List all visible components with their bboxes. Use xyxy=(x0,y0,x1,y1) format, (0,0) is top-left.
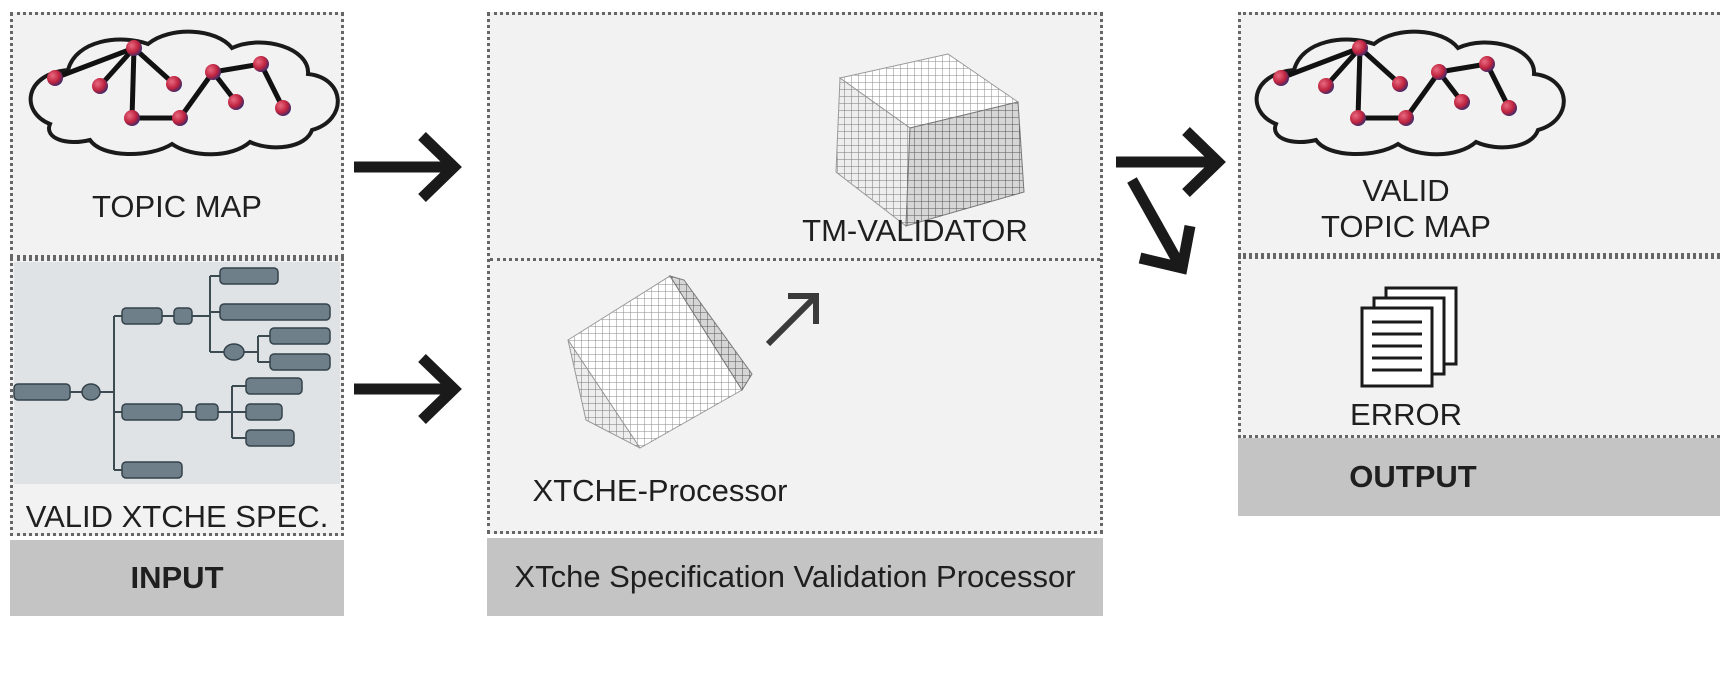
input-footer: INPUT xyxy=(10,540,344,616)
xtche-processor-label: XTCHE-Processor xyxy=(532,473,788,508)
output-footer: OUTPUT xyxy=(1238,438,1720,516)
error-label: ERROR xyxy=(1350,397,1462,432)
error-panel xyxy=(1238,256,1720,438)
document-stack-icon xyxy=(1360,286,1458,388)
output-footer-label: OUTPUT xyxy=(1349,459,1477,494)
arrow-icon xyxy=(765,293,819,347)
xml-tree-icon xyxy=(13,262,340,484)
arrow-icon xyxy=(354,354,462,424)
input-footer-label: INPUT xyxy=(130,560,224,595)
processor-footer: XTche Specification Validation Processor xyxy=(487,538,1103,616)
cube-icon xyxy=(835,53,1025,227)
topic-map-label: TOPIC MAP xyxy=(92,189,262,224)
processor-divider xyxy=(490,258,1100,261)
arrow-icon xyxy=(1116,127,1226,197)
processor-footer-label: XTche Specification Validation Processor xyxy=(514,559,1076,594)
xtche-spec-label: VALID XTCHE SPEC. xyxy=(25,499,329,534)
valid-topic-map-line2: TOPIC MAP xyxy=(1321,209,1491,244)
arrow-icon xyxy=(1127,177,1196,275)
topic-map-cloud-icon xyxy=(1254,29,1566,157)
topic-map-cloud-icon xyxy=(28,29,340,157)
arrow-icon xyxy=(354,132,462,202)
valid-topic-map-line1: VALID xyxy=(1362,173,1450,208)
topic-map-input-panel xyxy=(10,12,344,258)
tm-validator-label: TM-VALIDATOR xyxy=(802,213,1028,248)
cube-icon xyxy=(567,275,753,449)
valid-topic-map-panel xyxy=(1238,12,1720,256)
